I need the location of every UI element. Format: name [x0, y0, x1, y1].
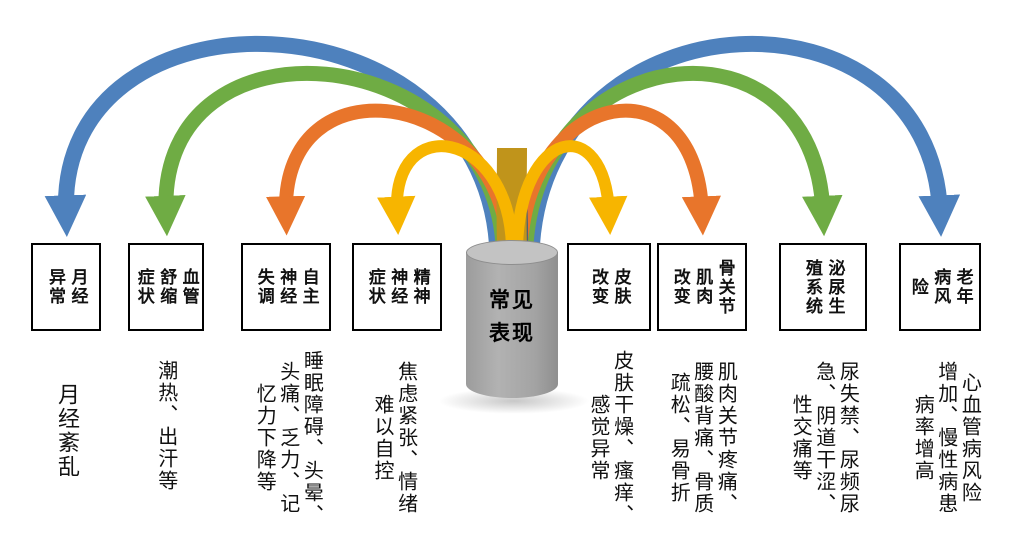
- category-box-skin: 皮肤 改变: [567, 243, 651, 331]
- category-box-vasomotor: 血管 舒缩 症状: [128, 243, 204, 331]
- arrow-skin: [511, 140, 628, 247]
- arrows-layer: [44, 35, 961, 255]
- center-cylinder: [466, 252, 558, 398]
- category-box-urogenital: 泌尿生 殖系统: [779, 243, 867, 331]
- category-label-musculoskeletal: 骨关节 肌肉 改变: [669, 258, 735, 316]
- detail-text: 心血管病风险 增加、慢性病患 病率增高: [911, 361, 983, 515]
- category-label-menstrual: 月经 异常: [45, 268, 88, 306]
- detail-text: 睡眠障碍、头晕、 头痛、乏力、记 忆力下降等: [253, 350, 325, 526]
- category-label-autonomic: 自主 神经 失调: [253, 268, 319, 306]
- category-box-menstrual: 月经 异常: [31, 243, 101, 331]
- category-label-urogenital: 泌尿生 殖系统: [802, 258, 845, 316]
- category-label-skin: 皮肤 改变: [588, 268, 631, 306]
- arrow-psychoneural: [377, 140, 518, 247]
- detail-text: 尿失禁、尿频尿 急、阴道干涩、 性交痛等: [789, 361, 861, 515]
- category-detail-menstrual: 月经紊乱: [53, 356, 79, 506]
- cylinder-top: [466, 240, 558, 265]
- category-detail-senile-risk: 心血管病风险 增加、慢性病患 病率增高: [911, 342, 982, 534]
- category-box-musculoskeletal: 骨关节 肌肉 改变: [657, 243, 747, 331]
- category-label-senile-risk: 老年 病风 险: [907, 268, 973, 306]
- detail-text: 月经紊乱: [53, 383, 79, 479]
- category-detail-skin: 皮肤干燥、瘙痒、 感觉异常: [586, 342, 635, 534]
- detail-text: 潮热、出汗等: [154, 360, 179, 492]
- category-box-autonomic: 自主 神经 失调: [241, 243, 331, 331]
- category-detail-autonomic: 睡眠障碍、头晕、 头痛、乏力、记 忆力下降等: [253, 342, 324, 534]
- category-detail-vasomotor: 潮热、出汗等: [154, 350, 179, 502]
- arrow-vasomotor: [145, 65, 511, 245]
- center-label: 常见 表现: [489, 288, 535, 345]
- arrow-urogenital: [518, 66, 843, 245]
- category-label-psychoneural: 精神 神经 症状: [364, 268, 430, 306]
- category-box-senile-risk: 老年 病风 险: [899, 243, 981, 331]
- detail-text: 焦虑紧张、情绪 难以自控: [371, 361, 419, 515]
- category-detail-psychoneural: 焦虑紧张、情绪 难以自控: [370, 342, 419, 534]
- category-label-vasomotor: 血管 舒缩 症状: [133, 268, 199, 306]
- detail-text: 肌肉关节疼痛、 腰酸背痛、骨质 疏松、易骨折: [667, 361, 739, 515]
- category-detail-musculoskeletal: 肌肉关节疼痛、 腰酸背痛、骨质 疏松、易骨折: [667, 342, 738, 534]
- category-box-psychoneural: 精神 神经 症状: [352, 243, 442, 331]
- detail-text: 皮肤干燥、瘙痒、 感觉异常: [587, 350, 635, 526]
- category-detail-urogenital: 尿失禁、尿频尿 急、阴道干涩、 性交痛等: [789, 342, 860, 534]
